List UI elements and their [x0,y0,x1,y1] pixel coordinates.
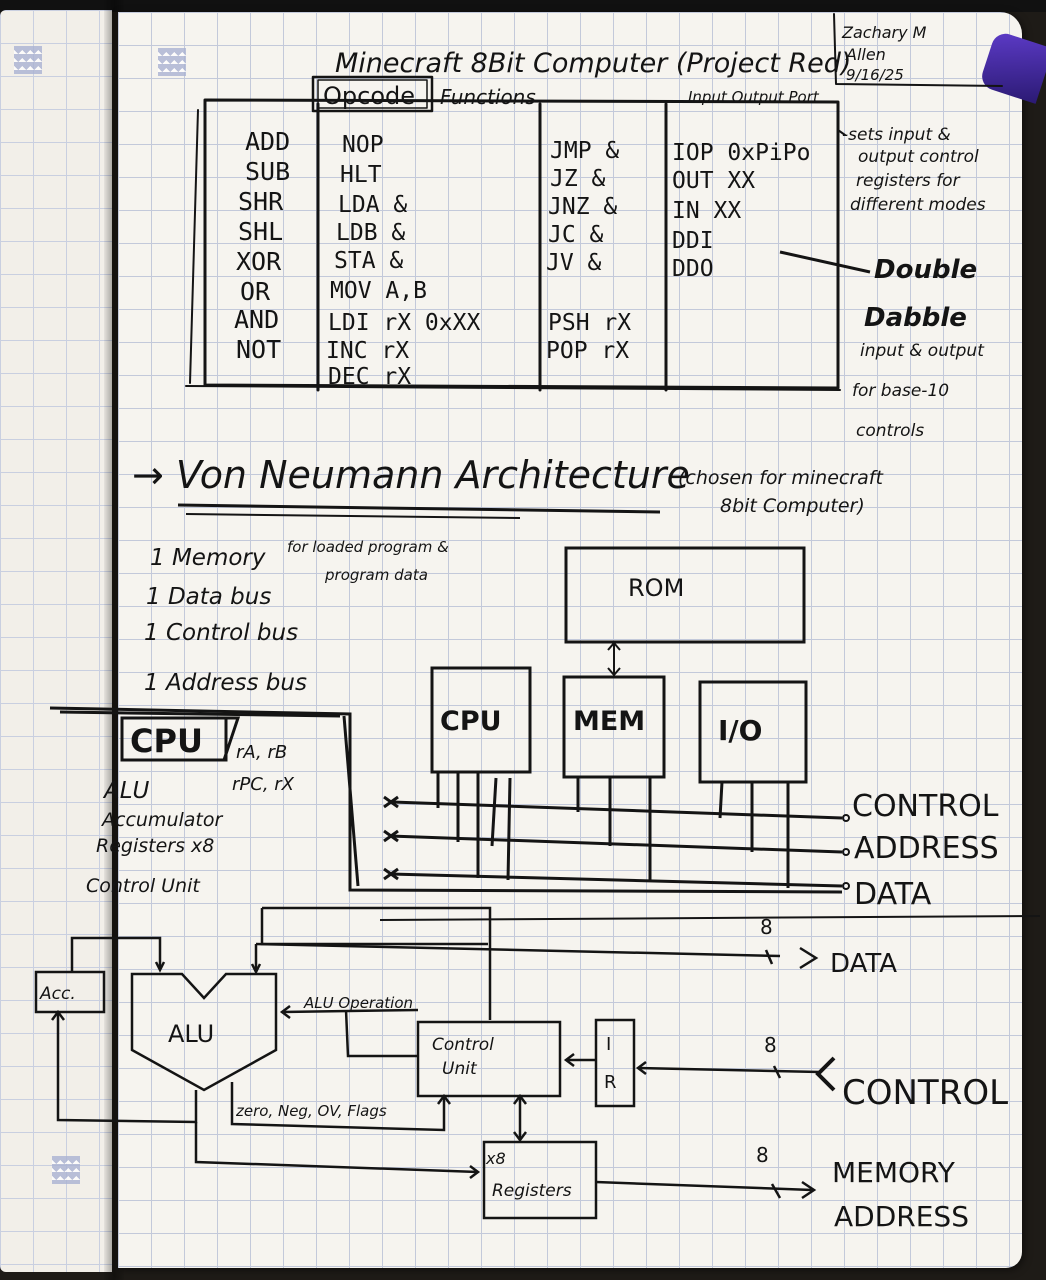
ir-label: R [604,1072,617,1093]
control-unit-label: Unit [442,1059,478,1079]
double-dabble-label: Dabble [864,303,967,333]
bus-list-item: 1 Control bus [144,620,298,646]
opcode-iop: IOP 0xPiPo [672,140,810,166]
alu-label: ALU [168,1020,214,1048]
notebook-left-page [0,10,112,1272]
opcode-psh: PSH rX [548,310,631,336]
alu-operation-label: ALU Operation [303,994,413,1012]
author-name: Zachary M [841,23,927,42]
cpu-registers-line: rPC, rX [232,774,295,795]
opcode-and: AND [234,305,279,334]
data-width-label: 8 [760,915,773,939]
cpu-section-title: CPU [130,722,203,760]
architecture-heading: → Von Neumann Architecture [132,453,690,497]
opcode-inc: INC rX [326,338,409,364]
architecture-reason: (chosen for minecraft [678,467,884,489]
rom-label: ROM [628,574,684,602]
registers-label: x8 [485,1149,506,1168]
bus-list-item: 1 Memory [150,545,266,571]
opcode-jv: JV & [546,250,602,276]
opcode-jmp: JMP & [550,138,619,164]
notebook-right-page [118,12,1022,1268]
corner-marker-icon [158,48,186,76]
cpu-registers-line: rA, rB [236,742,287,763]
control-unit-label: Control [432,1035,494,1055]
opcode-pop: POP rX [546,338,629,364]
opcode-nop: NOP [342,132,384,158]
opcode-jnz: JNZ & [548,194,617,220]
author-surname: Allen [845,45,886,64]
io-block-label: I/O [718,714,762,747]
corner-marker-icon [14,46,42,74]
opcode-dec: DEC rX [328,364,411,390]
bus-label-address: ADDRESS [854,831,999,866]
out-data-label: DATA [830,949,897,979]
iop-note-line: -sets input & [842,125,951,145]
page-title: Minecraft 8Bit Computer (Project Red) [335,48,851,79]
opcode-label: Opcode [323,82,415,110]
opcode-shl: SHL [238,217,283,246]
corner-marker-icon [52,1156,80,1184]
bus-list-item: 1 Data bus [146,584,271,610]
memory-note: for loaded program & [287,538,449,556]
opcode-ddi: DDI [672,228,714,254]
cpu-part: Accumulator [100,809,223,831]
opcode-xor: XOR [236,247,282,276]
iop-note-line: registers for [856,171,961,191]
cpu-part: Control Unit [86,875,201,897]
opcode-sta: STA & [334,248,403,274]
opcode-shr: SHR [238,187,284,216]
opcode-or: OR [240,277,271,306]
out-memory-label: MEMORY [832,1156,956,1189]
double-dabble-note: input & output [860,341,985,361]
cpu-block-label: CPU [440,706,502,737]
cpu-part: Registers x8 [96,835,214,857]
iop-note-line: output control [858,147,979,167]
ir-label: I [606,1034,611,1055]
memory-width-label: 8 [756,1143,769,1167]
in-control-label: CONTROL [842,1073,1008,1113]
cpu-part: ALU [102,778,150,804]
opcode-lda: LDA & [338,192,407,218]
bus-label-data: DATA [854,877,932,912]
opcode-jc: JC & [548,222,604,248]
date: 9/16/25 [846,66,904,84]
opcode-mov: MOV A,B [330,278,427,304]
flags-label: zero, Neg, OV, Flags [235,1102,387,1120]
opcode-not: NOT [236,335,281,364]
opcode-out: OUT XX [672,168,755,194]
opcode-ldb: LDB & [336,220,405,246]
functions-label: Functions [440,85,536,109]
opcode-hlt: HLT [340,162,382,188]
opcode-ldi: LDI rX 0xXX [328,310,480,336]
opcode-in: IN XX [672,198,741,224]
bus-list-item: 1 Address bus [144,670,307,696]
acc-label: Acc. [39,984,76,1004]
iop-note-line: different modes [850,195,986,215]
memory-note: program data [324,566,428,584]
notebook-edge [0,0,1046,12]
double-dabble-label: Double [874,255,977,285]
architecture-reason: 8bit Computer) [720,495,865,517]
mem-block-label: MEM [573,706,645,737]
opcode-jz: JZ & [550,166,606,192]
registers-label: Registers [492,1181,572,1201]
bus-label-control: CONTROL [852,789,999,824]
double-dabble-note: for base-10 [852,381,949,401]
opcode-sub: SUB [245,157,290,186]
control-width-label: 8 [764,1033,777,1057]
opcode-ddo: DDO [672,256,714,282]
opcode-add: ADD [245,127,290,156]
double-dabble-note: controls [856,421,924,441]
out-memory-label: ADDRESS [834,1200,969,1233]
